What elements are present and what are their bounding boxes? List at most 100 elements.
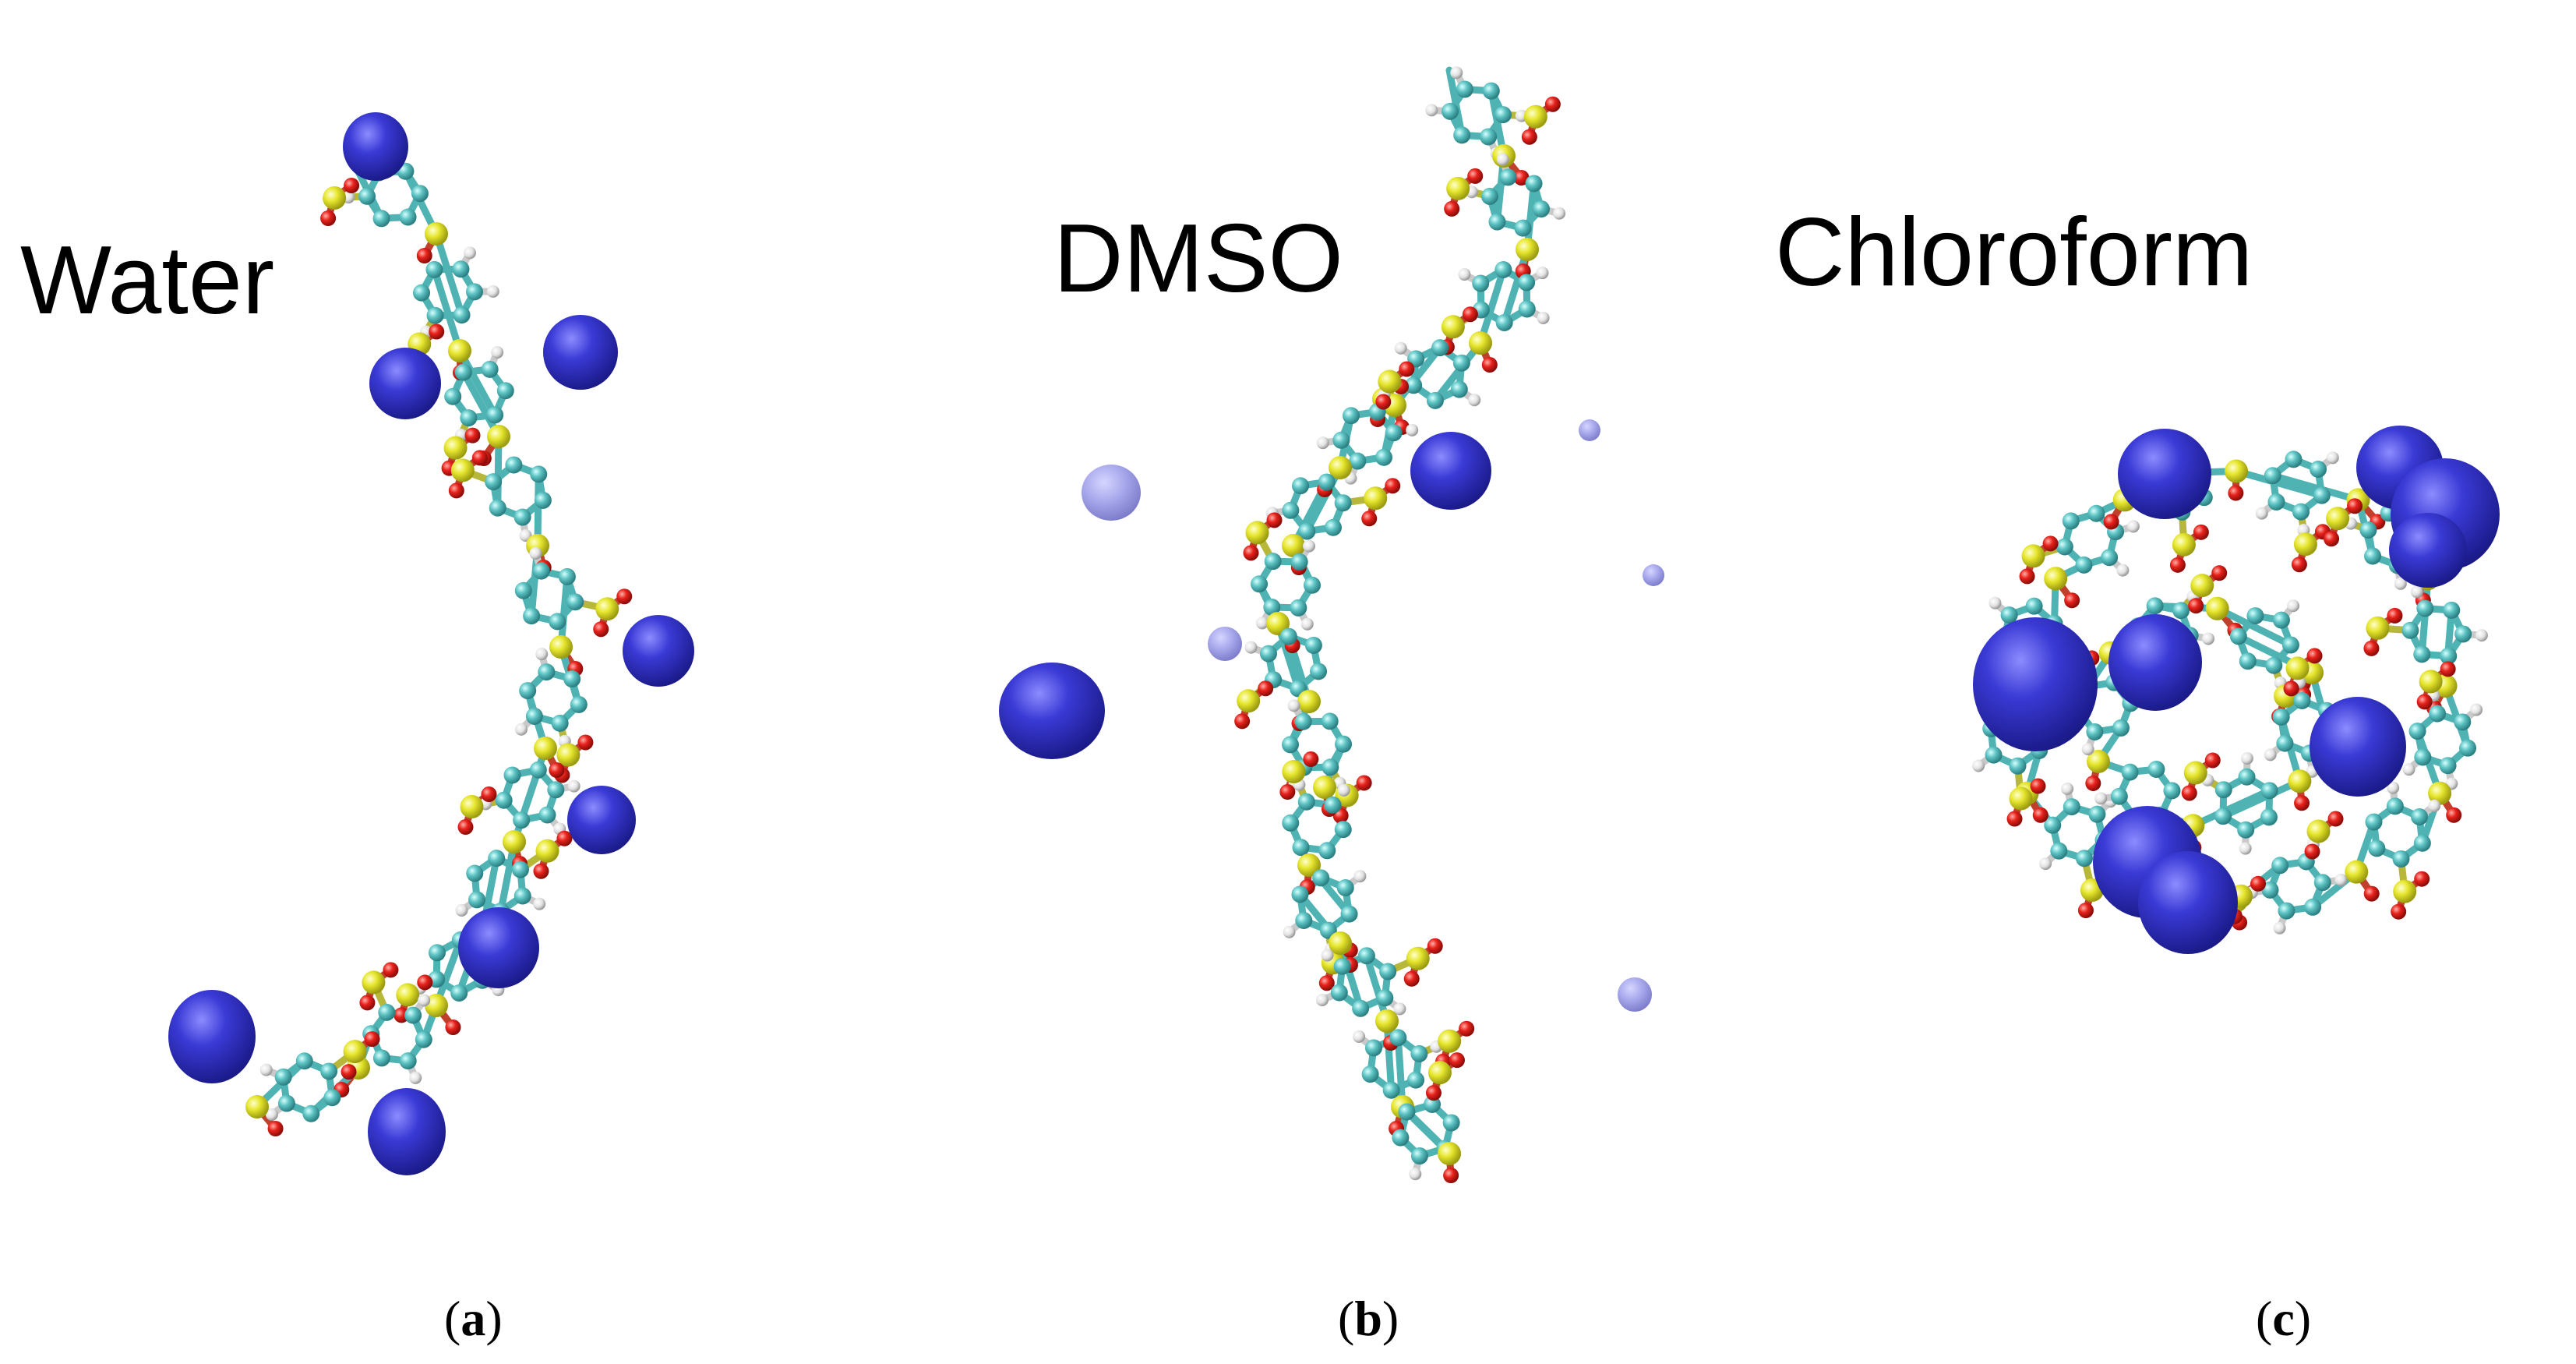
carbon-atom bbox=[2443, 601, 2461, 619]
oxygen-atom bbox=[577, 734, 594, 751]
counterion-sphere bbox=[168, 990, 256, 1083]
carbon-atom bbox=[1495, 313, 1513, 331]
hydrogen-atom bbox=[1468, 394, 1481, 407]
carbon-atom bbox=[2281, 636, 2299, 654]
carbon-atom bbox=[2292, 503, 2310, 521]
hydrogen-atom bbox=[418, 994, 431, 1007]
carbon-atom bbox=[1426, 391, 1444, 409]
hydrogen-atom bbox=[1315, 993, 1329, 1006]
carbon-atom bbox=[1453, 126, 1471, 144]
counterion-sphere bbox=[2310, 697, 2406, 797]
bond bbox=[2214, 605, 2295, 648]
sulfur-atom bbox=[2044, 567, 2068, 591]
hydrogen-atom bbox=[1409, 1168, 1422, 1181]
sulfur-atom bbox=[2190, 574, 2214, 598]
carbon-atom bbox=[488, 850, 506, 868]
carbon-atom bbox=[399, 208, 417, 226]
carbon-atom bbox=[1334, 735, 1352, 753]
counterion-sphere bbox=[1208, 627, 1242, 661]
carbon-atom bbox=[1292, 477, 1310, 495]
carbon-atom bbox=[295, 1052, 313, 1070]
carbon-atom bbox=[2260, 808, 2278, 826]
oxygen-atom bbox=[2440, 661, 2456, 677]
hydrogen-atom bbox=[1353, 1030, 1366, 1043]
carbon-atom bbox=[2000, 606, 2018, 624]
hydrogen-atom bbox=[1283, 925, 1296, 938]
carbon-atom bbox=[450, 984, 468, 1002]
carbon-atom bbox=[1357, 947, 1375, 965]
carbon-atom bbox=[2075, 850, 2093, 868]
carbon-atom bbox=[452, 260, 470, 278]
hydrogen-atom bbox=[2428, 799, 2441, 812]
caption-b: (b) bbox=[1338, 1291, 1399, 1346]
oxygen-atom bbox=[2363, 640, 2380, 656]
carbon-atom bbox=[1318, 842, 1336, 860]
carbon-atom bbox=[468, 891, 486, 909]
carbon-atom bbox=[2408, 723, 2426, 740]
sulfur-atom bbox=[448, 339, 471, 362]
sulfur-atom bbox=[595, 597, 619, 621]
carbon-atom bbox=[1364, 1039, 1382, 1057]
hydrogen-atom bbox=[1300, 617, 1314, 631]
oxygen-atom bbox=[2085, 775, 2101, 791]
counterion-sphere bbox=[1618, 977, 1652, 1012]
oxygen-atom bbox=[2250, 875, 2267, 892]
carbon-atom bbox=[302, 1104, 320, 1122]
carbon-atom bbox=[2359, 521, 2377, 539]
carbon-atom bbox=[511, 860, 529, 878]
carbon-atom bbox=[489, 499, 506, 517]
counterion-sphere bbox=[458, 907, 539, 988]
carbon-atom bbox=[529, 761, 547, 779]
carbon-atom bbox=[1312, 869, 1330, 887]
caption-c-letter: c bbox=[2272, 1291, 2295, 1346]
oxygen-atom bbox=[359, 995, 376, 1011]
hydrogen-atom bbox=[2387, 781, 2400, 794]
caption-c: (c) bbox=[2256, 1291, 2312, 1346]
oxygen-atom bbox=[2283, 680, 2299, 697]
hydrogen-atom bbox=[529, 546, 542, 560]
bond bbox=[432, 230, 466, 319]
oxygen-atom bbox=[1513, 170, 1530, 186]
carbon-atom bbox=[1263, 599, 1281, 617]
carbon-atom bbox=[1333, 957, 1351, 975]
carbon-atom bbox=[1334, 494, 1352, 512]
carbon-atom bbox=[2310, 460, 2327, 478]
hydrogen-atom bbox=[1394, 341, 1407, 355]
carbon-atom bbox=[2147, 760, 2165, 778]
hydrogen-atom bbox=[2470, 703, 2483, 716]
sulfur-atom bbox=[1469, 331, 1492, 355]
carbon-atom bbox=[558, 567, 576, 585]
hydrogen-atom bbox=[2255, 507, 2268, 520]
hydrogen-atom bbox=[1393, 1002, 1406, 1016]
carbon-atom bbox=[2293, 692, 2311, 710]
carbon-atom bbox=[320, 1062, 338, 1080]
sulfur-atom bbox=[1329, 456, 1352, 479]
oxygen-atom bbox=[2304, 843, 2320, 860]
oxygen-atom bbox=[448, 482, 464, 499]
carbon-atom bbox=[2163, 782, 2181, 800]
carbon-atom bbox=[513, 887, 531, 905]
carbon-atom bbox=[1525, 175, 1543, 193]
carbon-atom bbox=[2429, 705, 2447, 723]
carbon-atom bbox=[1298, 522, 1316, 540]
carbon-atom bbox=[2264, 467, 2281, 485]
sulfur-atom bbox=[1237, 689, 1261, 713]
hydrogen-atom bbox=[1988, 596, 2002, 610]
sulfur-atom bbox=[549, 635, 573, 659]
oxygen-atom bbox=[2347, 498, 2363, 514]
sulfur-atom bbox=[2285, 656, 2310, 680]
oxygen-atom bbox=[2391, 903, 2407, 920]
oxygen-atom bbox=[416, 248, 432, 263]
carbon-atom bbox=[2087, 504, 2105, 522]
panel-b-dmso bbox=[999, 66, 1664, 1183]
carbon-atom bbox=[2267, 493, 2285, 511]
counterion-sphere bbox=[1082, 465, 1141, 521]
carbon-atom bbox=[2272, 611, 2290, 629]
carbon-atom bbox=[372, 1049, 390, 1067]
carbon-atom bbox=[2146, 597, 2164, 615]
oxygen-atom bbox=[1356, 775, 1372, 791]
oxygen-atom bbox=[267, 1121, 284, 1136]
sulfur-atom bbox=[2419, 670, 2443, 694]
carbon-atom bbox=[2454, 713, 2472, 731]
counterion-sphere bbox=[2118, 429, 2211, 519]
